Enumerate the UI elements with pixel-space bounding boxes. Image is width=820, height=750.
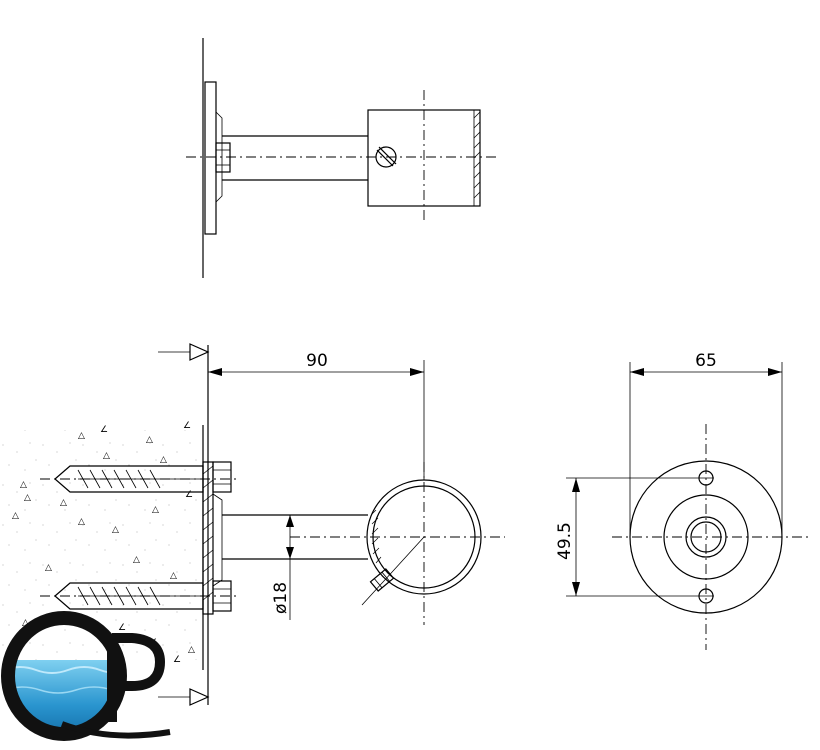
logo-q-tail	[60, 721, 171, 739]
lower-bolt-head	[212, 580, 232, 612]
svg-text:∠: ∠	[100, 425, 108, 435]
svg-text:△: △	[170, 571, 177, 581]
section-flange-bevel	[212, 493, 223, 587]
section-flange	[202, 461, 214, 615]
ring-set-screw	[369, 568, 395, 592]
svg-text:△: △	[112, 525, 119, 535]
flange-front-view: 65 49.5	[555, 351, 810, 650]
logo-q-ring	[1, 611, 127, 741]
svg-text:△: △	[188, 645, 195, 655]
svg-text:△: △	[45, 563, 52, 573]
dim-length-label: 90	[306, 351, 328, 371]
upper-bolt-head	[212, 461, 232, 493]
svg-text:△: △	[133, 555, 140, 565]
ring-hatching	[371, 509, 382, 564]
svg-text:△: △	[12, 511, 19, 521]
svg-text:△: △	[78, 517, 85, 527]
lower-anchor	[40, 580, 240, 612]
section-arrow-bottom	[189, 688, 210, 706]
screw-leader	[361, 536, 425, 606]
svg-text:∠: ∠	[118, 623, 126, 633]
qp-logo	[1, 611, 171, 741]
svg-text:△: △	[152, 505, 159, 515]
saddle-hatching	[473, 111, 481, 199]
logo-p	[107, 633, 166, 722]
svg-text:△: △	[160, 455, 167, 465]
svg-text:△: △	[78, 431, 85, 441]
svg-text:△: △	[24, 493, 31, 503]
top-view	[186, 38, 498, 278]
svg-text:∠: ∠	[185, 490, 193, 500]
svg-text:∠: ∠	[173, 655, 181, 665]
svg-text:∠: ∠	[183, 421, 191, 431]
svg-text:△: △	[60, 498, 67, 508]
svg-text:△: △	[146, 435, 153, 445]
flange-plate	[204, 81, 217, 235]
dim-flange-diameter-label: 65	[695, 351, 717, 371]
section-view: △ ∠ △ ∠ △ △ △ △ △ △ △ △ ∠ △ △ △ △ △ ∠ ∠ …	[0, 343, 505, 706]
svg-text:△: △	[22, 618, 29, 628]
svg-text:△: △	[20, 480, 27, 490]
dim-tube-diameter-label: ø18	[271, 582, 291, 614]
bolt-head	[215, 142, 231, 173]
section-arrow-top	[189, 343, 210, 361]
dim-hole-spacing-label: 49.5	[555, 522, 575, 560]
upper-anchor	[40, 461, 240, 493]
svg-text:△: △	[103, 451, 110, 461]
